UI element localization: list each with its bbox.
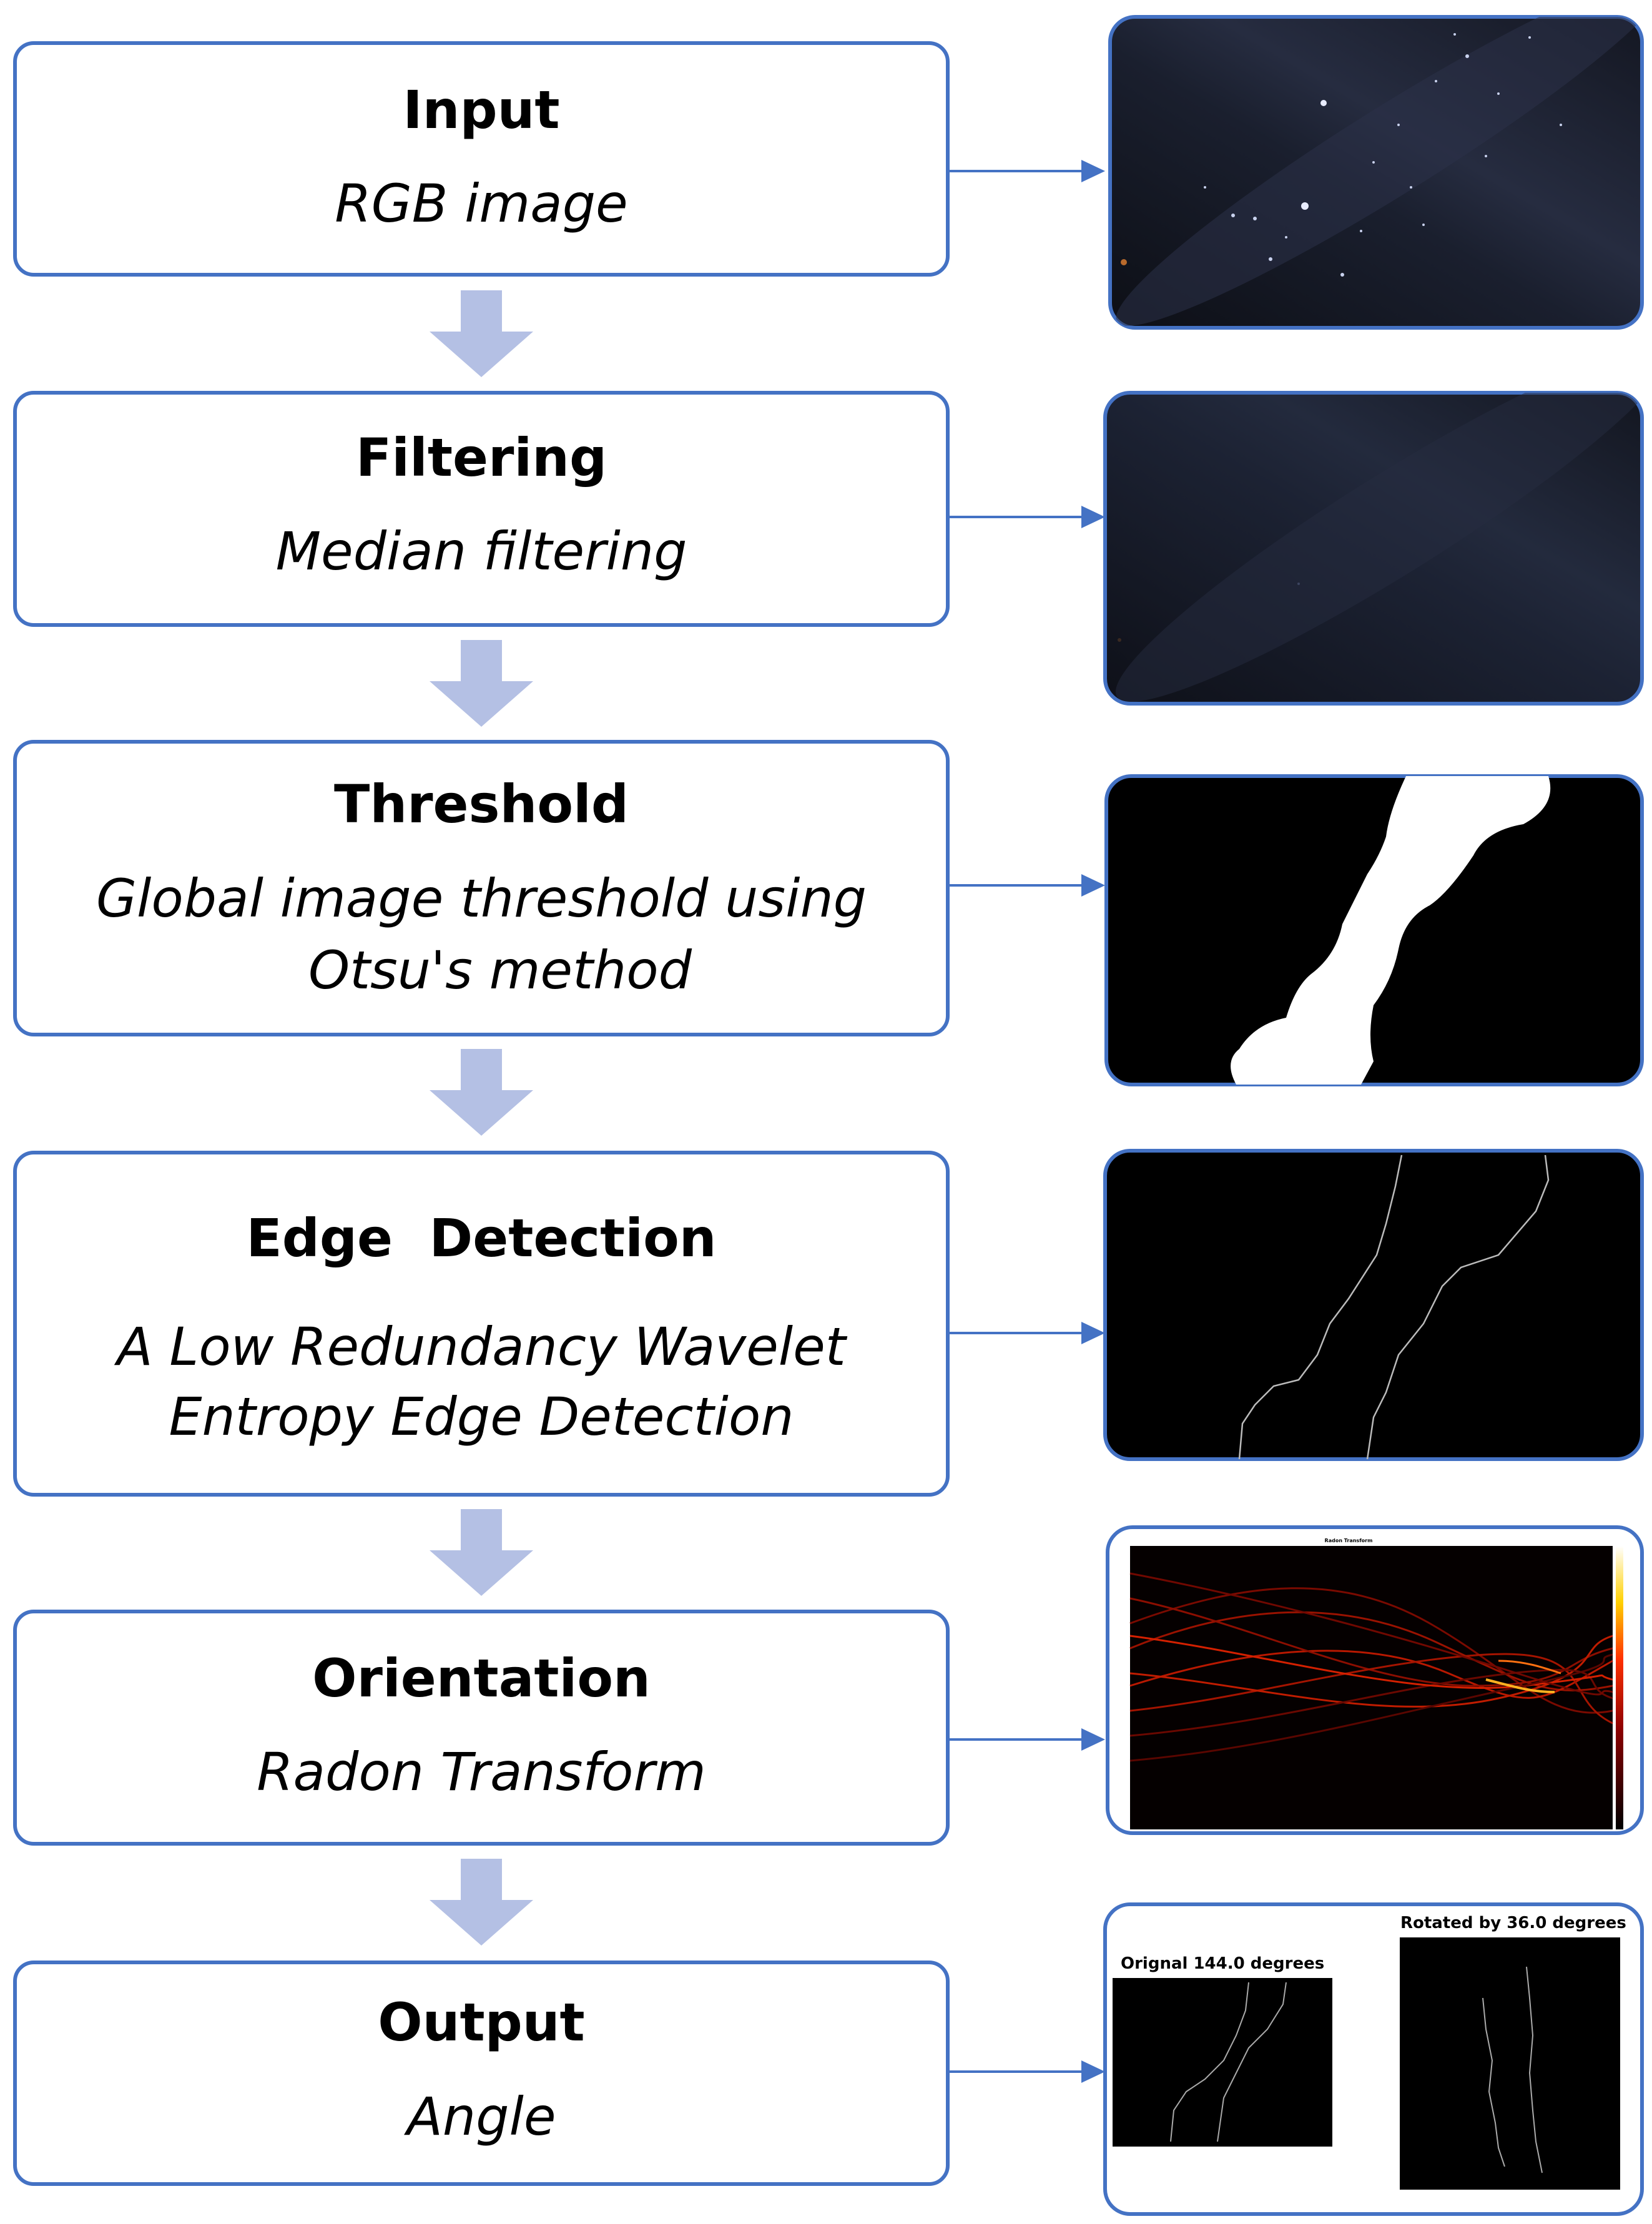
output-right-caption: Rotated by 36.0 degrees [1400, 1914, 1626, 1932]
radon-plot-area [1130, 1546, 1613, 1829]
output-right-image [1400, 1937, 1620, 2190]
step-subtitle: Radon Transform [257, 1741, 706, 1803]
step-filtering: Filtering Median filtering [13, 391, 950, 627]
down-arrows [430, 290, 533, 1946]
arrow-right-icon [1081, 160, 1105, 182]
stars [1116, 17, 1642, 326]
step-title: Input [403, 79, 559, 140]
step-subtitle-line-2: Otsu's method [308, 940, 692, 1001]
step-title: Filtering [356, 427, 607, 488]
sinogram-curves [1129, 1572, 1613, 1762]
edge-line-left [1482, 1997, 1505, 2167]
step-subtitle-line-1: A Low Redundancy Wavelet [114, 1316, 848, 1377]
white-region [1231, 776, 1551, 1085]
edge-line-right [1217, 1982, 1287, 2142]
step-subtitle-line-2: Entropy Edge Detection [169, 1386, 794, 1447]
thumbnail-threshold-mask [1104, 774, 1644, 1086]
step-title: Threshold [334, 774, 629, 835]
down-arrow-icon [430, 640, 533, 727]
edge-line-left [1238, 1154, 1403, 1460]
step-threshold: Threshold Global image threshold using O… [13, 740, 950, 1036]
step-subtitle: Angle [403, 2086, 556, 2147]
step-subtitle: RGB image [335, 173, 627, 234]
arrow-right-icon [1081, 1322, 1105, 1344]
down-arrow-icon [430, 1049, 533, 1136]
step-input: Input RGB image [13, 41, 950, 277]
down-arrow-icon [430, 290, 533, 377]
step-subtitle: Median filtering [276, 521, 687, 582]
arrow-right-icon [1081, 1728, 1105, 1751]
radon-title: Radon Transform [1325, 1538, 1373, 1543]
arrow-right-icon [1081, 874, 1105, 897]
connectors [948, 160, 1105, 2083]
step-box [13, 1610, 950, 1846]
output-left-caption: Orignal 144.0 degrees [1121, 1954, 1324, 1973]
edge-line-left [1170, 1982, 1249, 2142]
thumbnail-frame [1103, 1149, 1644, 1461]
step-box [13, 740, 950, 1036]
arrow-right-icon [1081, 506, 1105, 528]
arrow-right-icon [1081, 2060, 1105, 2083]
step-box [13, 41, 950, 277]
thumbnail-radon: Radon Transform [1106, 1525, 1644, 1835]
edge-line-right [1366, 1154, 1550, 1460]
step-box [13, 1961, 950, 2186]
step-output: Output Angle [13, 1961, 950, 2186]
edge-line-right [1526, 1966, 1543, 2173]
thumbnail-rgb-sky [1108, 15, 1644, 330]
radon-colorbar [1616, 1546, 1623, 1829]
step-orientation: Orientation Radon Transform [13, 1610, 950, 1846]
step-title: Edge Detection [246, 1208, 716, 1269]
down-arrow-icon [430, 1509, 533, 1596]
thumbnail-edges [1103, 1149, 1644, 1461]
step-subtitle-line-1: Global image threshold using [96, 868, 867, 929]
down-arrow-icon [430, 1859, 533, 1946]
step-box [13, 391, 950, 627]
step-box [13, 1151, 950, 1497]
step-title: Orientation [312, 1648, 651, 1709]
thumbnail-output: Orignal 144.0 degrees Rotated by 36.0 de… [1103, 1902, 1644, 2216]
step-edge-detection: Edge Detection A Low Redundancy Wavelet … [13, 1151, 950, 1497]
thumbnail-filtered-sky [1103, 391, 1644, 706]
step-title: Output [378, 1992, 584, 2053]
